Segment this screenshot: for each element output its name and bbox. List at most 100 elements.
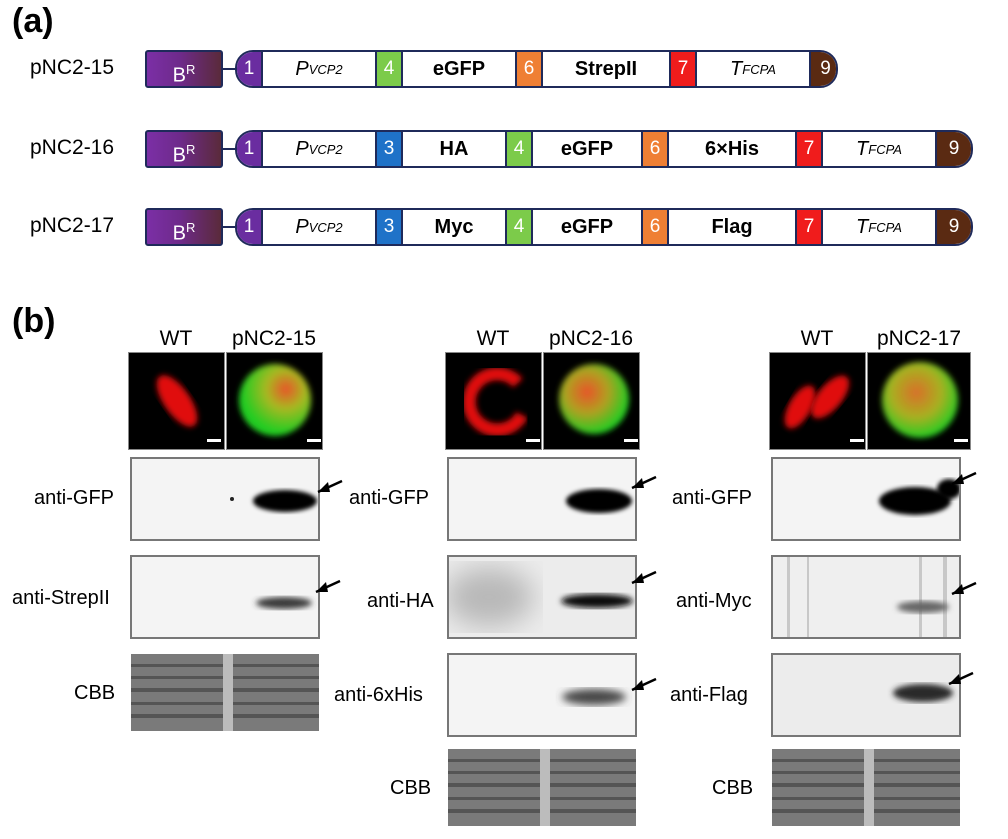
wt-fluorescence-image [128, 352, 225, 450]
connector-line [223, 68, 237, 70]
blot-label: anti-6xHis [334, 684, 423, 706]
western-blot-panel [447, 653, 637, 737]
scale-bar [307, 439, 321, 442]
cassette-part-number: 1 [237, 210, 263, 244]
element-letter: T [730, 57, 743, 80]
panel-b-label: (b) [12, 302, 56, 340]
panel-a-label: (a) [12, 2, 54, 40]
band-arrow-icon [630, 569, 660, 596]
blot-bands [566, 489, 632, 513]
western-blot-panel [130, 457, 320, 541]
blot-bands [787, 557, 949, 637]
marker-box: BR [145, 130, 223, 168]
wt-cell-graphic [784, 375, 850, 429]
band-arrow-icon [630, 474, 660, 501]
marker-text: B [172, 144, 186, 167]
element-letter: P [295, 137, 309, 160]
western-blot-panel [130, 555, 320, 639]
band-arrow-icon [947, 670, 977, 697]
cassette-part-number: 7 [797, 210, 823, 244]
gene-tag-element: Flag [669, 210, 797, 244]
gene-tag-element: Myc [403, 210, 507, 244]
scale-bar [207, 439, 221, 442]
gene-tag-element: eGFP [533, 132, 643, 166]
scale-bar [954, 439, 968, 442]
cassette-part-number: 9 [811, 52, 836, 86]
western-blot-panel [447, 457, 637, 541]
element-subscript: VCP2 [308, 61, 343, 77]
band-arrow-icon [630, 676, 660, 703]
blot-label: anti-StrepII [12, 587, 110, 609]
marker-text: B [172, 64, 186, 87]
connector-line [223, 226, 237, 228]
cassette-part-number: 3 [377, 132, 403, 166]
construct-name: pNC2-16 [30, 136, 115, 159]
marker-superscript: R [185, 142, 196, 157]
band-arrow-icon [314, 578, 344, 605]
cassette-part-number: 9 [937, 132, 971, 166]
wt-column-label: WT [800, 327, 834, 350]
cassette-part-number: 6 [643, 132, 669, 166]
marker-superscript: R [185, 62, 196, 77]
cbb-stain-panel [131, 654, 319, 731]
scale-bar [526, 439, 540, 442]
marker-text: B [172, 222, 186, 245]
blot-bands [449, 567, 633, 627]
connector-line [223, 148, 237, 150]
blot-bands [893, 684, 953, 702]
blot-bands [879, 479, 959, 515]
cassette-part-number: 6 [643, 210, 669, 244]
wt-fluorescence-image [769, 352, 866, 450]
blot-bands [256, 597, 312, 609]
cassette-part-number: 4 [507, 210, 533, 244]
gfp-cell-graphic [239, 364, 311, 436]
blot-label: CBB [74, 682, 116, 704]
cassette-part-number: 4 [377, 52, 403, 86]
blot-label: anti-Myc [676, 590, 752, 612]
scale-bar [850, 439, 864, 442]
gfp-cell-graphic [559, 364, 629, 434]
element-subscript: FCPA [868, 219, 902, 235]
construct-name: pNC2-15 [30, 56, 115, 79]
western-blot-panel [771, 555, 961, 639]
cassette-part-number: 3 [377, 210, 403, 244]
blot-label: anti-GFP [672, 487, 753, 509]
construct-column-label: pNC2-16 [548, 327, 634, 350]
gene-tag-element: eGFP [533, 210, 643, 244]
western-blot-panel [771, 457, 961, 541]
gfp-cell-graphic [882, 362, 958, 438]
marker-box: BR [145, 208, 223, 246]
element-subscript: FCPA [742, 61, 776, 77]
marker-box: BR [145, 50, 223, 88]
western-blot-panel [771, 653, 961, 737]
cassette-part-number: 9 [937, 210, 971, 244]
western-blot-panel [447, 555, 637, 639]
gene-tag-element: HA [403, 132, 507, 166]
element-subscript: VCP2 [308, 141, 343, 157]
wt-cell-graphic [156, 375, 198, 427]
cbb-lanes [772, 749, 960, 826]
transformant-fluorescence-image [543, 352, 640, 450]
blot-label: anti-GFP [349, 487, 430, 509]
cassette-part-number: 1 [237, 132, 263, 166]
cassette-part-number: 4 [507, 132, 533, 166]
band-arrow-icon [950, 580, 980, 607]
transformant-fluorescence-image [226, 352, 323, 450]
band-arrow-icon [316, 478, 346, 505]
blot-bands [562, 689, 626, 705]
element-letter: T [856, 137, 869, 160]
element-letter: P [295, 215, 309, 238]
marker-superscript: R [185, 220, 196, 235]
cbb-lanes [131, 654, 319, 731]
band-arrow-icon [950, 470, 980, 497]
blot-label: anti-HA [367, 590, 434, 612]
transformant-fluorescence-image [867, 352, 971, 450]
